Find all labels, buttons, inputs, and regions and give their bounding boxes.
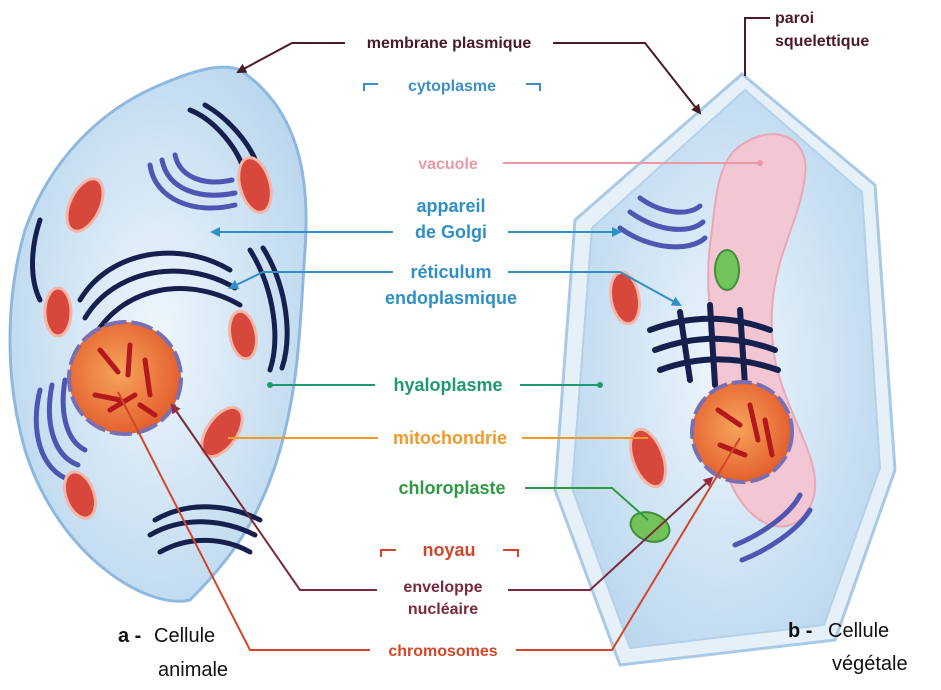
label-membrane: membrane plasmique xyxy=(367,35,532,52)
caption-b-letter: b - xyxy=(788,620,812,642)
label-mitochondrie: mitochondrie xyxy=(393,428,507,448)
label-hyaloplasme: hyaloplasme xyxy=(393,375,502,395)
label-golgi-2: de Golgi xyxy=(415,222,487,242)
noyau-bracket-left xyxy=(381,550,396,557)
label-vacuole: vacuole xyxy=(418,156,478,173)
caption-b-line2: végétale xyxy=(832,653,908,675)
label-cytoplasme: cytoplasme xyxy=(408,78,496,95)
membrane-leader-right xyxy=(553,43,700,113)
animal-cell xyxy=(10,67,306,601)
caption-a-letter: a - xyxy=(118,625,141,647)
label-reticulum-1: réticulum xyxy=(410,262,491,282)
label-paroi-1: paroi xyxy=(775,10,814,27)
label-reticulum-2: endoplasmique xyxy=(385,288,517,308)
caption-b-line1: Cellule xyxy=(828,620,889,642)
label-chloroplaste: chloroplaste xyxy=(398,478,505,498)
label-golgi-1: appareil xyxy=(416,196,485,216)
noyau-bracket-right xyxy=(503,550,518,557)
label-enveloppe-1: enveloppe xyxy=(403,579,482,596)
label-chromosomes: chromosomes xyxy=(388,643,497,660)
membrane-leader-left xyxy=(238,43,345,72)
animal-nucleus xyxy=(69,322,181,434)
caption-a-line1: Cellule xyxy=(154,625,215,647)
plant-nucleus xyxy=(692,382,792,482)
label-noyau: noyau xyxy=(422,540,475,560)
cytoplasme-bracket-left xyxy=(364,84,378,91)
label-enveloppe-2: nucléaire xyxy=(408,601,478,618)
paroi-leader xyxy=(745,18,770,76)
caption-a-line2: animale xyxy=(158,659,228,681)
label-paroi-2: squelettique xyxy=(775,33,869,50)
captions: a - Cellule animale b - Cellule végétale xyxy=(118,620,908,681)
cytoplasme-bracket-right xyxy=(526,84,540,91)
